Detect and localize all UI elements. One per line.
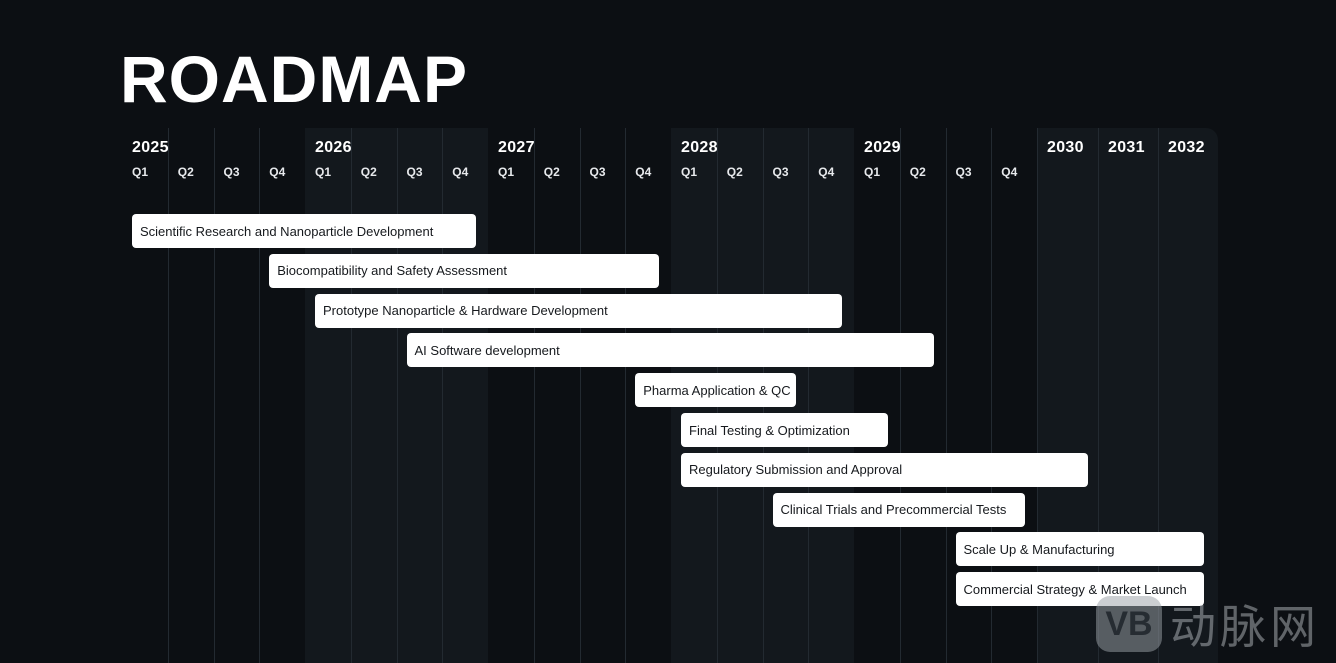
gridline: [899, 128, 901, 663]
task-label: Scale Up & Manufacturing: [963, 541, 1115, 557]
quarter-label: Q3: [406, 165, 423, 179]
watermark-text: 动脉网: [1170, 600, 1320, 654]
quarter-label: Q3: [589, 165, 606, 179]
quarter-label: Q4: [1001, 165, 1018, 179]
gridline: [259, 128, 261, 663]
quarter-label: Q1: [681, 165, 698, 179]
quarter-label: Q1: [315, 165, 332, 179]
gridline: [350, 128, 352, 663]
task-label: Scientific Research and Nanoparticle Dev…: [140, 223, 434, 239]
gridline: [533, 128, 535, 663]
quarter-label: Q4: [635, 165, 652, 179]
gridline: [1158, 128, 1159, 663]
gridline: [1098, 128, 1099, 663]
task-bar: Regulatory Submission and Approval: [681, 452, 1088, 487]
task-bar: Pharma Application & QC: [635, 373, 797, 408]
task-label: Clinical Trials and Precommercial Tests: [780, 502, 1007, 518]
watermark-logo: VB: [1096, 596, 1162, 652]
quarter-label: Q4: [452, 165, 469, 179]
quarter-label: Q2: [360, 165, 377, 179]
gridline: [579, 128, 581, 663]
year-label-2027: 2027: [498, 139, 535, 156]
quarter-label: Q3: [955, 165, 972, 179]
year-label-2032: 2032: [1168, 139, 1205, 156]
quarter-label: Q1: [864, 165, 881, 179]
year-label-2031: 2031: [1108, 139, 1145, 156]
task-label: AI Software development: [414, 342, 560, 358]
quarter-label: Q2: [726, 165, 743, 179]
task-bar: Prototype Nanoparticle & Hardware Develo…: [315, 293, 842, 328]
gridline: [213, 128, 215, 663]
gridline: [808, 128, 810, 663]
task-bar: Scale Up & Manufacturing: [955, 532, 1204, 567]
year-label-2030: 2030: [1047, 139, 1084, 156]
gridline: [167, 128, 169, 663]
task-label: Prototype Nanoparticle & Hardware Develo…: [323, 303, 608, 319]
task-bar: Scientific Research and Nanoparticle Dev…: [132, 214, 476, 248]
quarter-label: Q2: [177, 165, 194, 179]
task-bar: Clinical Trials and Precommercial Tests: [772, 492, 1025, 527]
page-title: ROADMAP: [120, 42, 468, 116]
quarter-label: Q1: [498, 165, 515, 179]
quarter-label: Q3: [223, 165, 240, 179]
task-bar: Biocompatibility and Safety Assessment: [269, 253, 659, 288]
gridline: [396, 128, 398, 663]
watermark: VB 动脉网: [1096, 591, 1320, 657]
quarter-label: Q1: [132, 165, 149, 179]
gridline: [625, 128, 627, 663]
year-label-2025: 2025: [132, 139, 169, 156]
task-bar: AI Software development: [406, 333, 934, 368]
task-label: Regulatory Submission and Approval: [689, 462, 903, 478]
quarter-label: Q4: [818, 165, 835, 179]
gridline: [991, 128, 993, 663]
task-label: Final Testing & Optimization: [689, 422, 850, 438]
year-label-2026: 2026: [315, 139, 352, 156]
quarter-label: Q2: [909, 165, 926, 179]
task-label: Pharma Application & QC: [643, 382, 791, 398]
task-label: Biocompatibility and Safety Assessment: [277, 263, 508, 279]
year-label-2029: 2029: [864, 139, 901, 156]
quarter-label: Q4: [269, 165, 286, 179]
gridline: [1037, 128, 1038, 663]
gridline: [945, 128, 947, 663]
gridline: [442, 128, 444, 663]
quarter-label: Q2: [543, 165, 560, 179]
task-bar: Final Testing & Optimization: [681, 413, 888, 447]
quarter-label: Q3: [772, 165, 789, 179]
year-label-2028: 2028: [681, 139, 718, 156]
